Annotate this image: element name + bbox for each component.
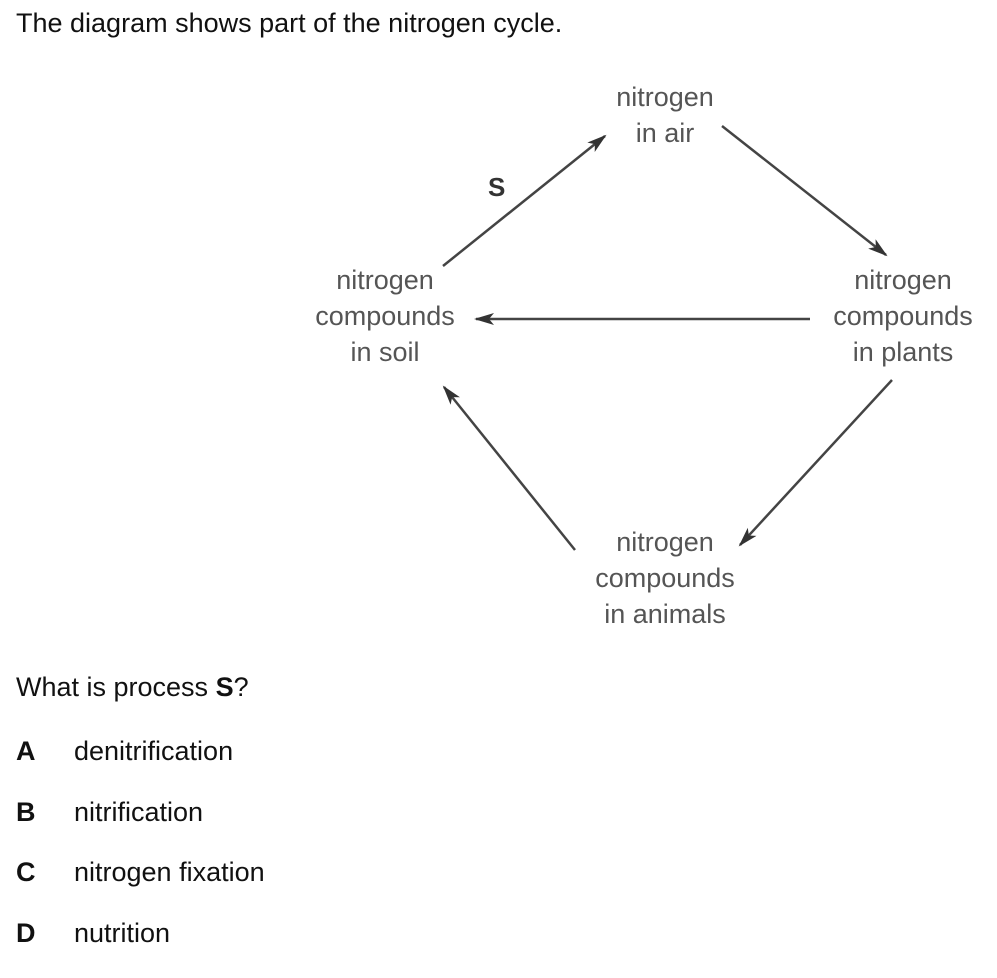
node-plants-line-1: nitrogen — [818, 262, 988, 298]
node-nitrogen-compounds-in-soil: nitrogen compounds in soil — [300, 262, 470, 370]
node-air-line-1: nitrogen — [585, 79, 745, 115]
option-b[interactable]: B nitrification — [16, 797, 265, 858]
option-text: nitrogen fixation — [74, 857, 265, 888]
node-soil-line-1: nitrogen — [300, 262, 470, 298]
option-a[interactable]: A denitrification — [16, 736, 265, 797]
arrow-soil-to-air — [443, 136, 605, 266]
node-soil-line-2: compounds — [300, 298, 470, 334]
option-letter: A — [16, 736, 74, 767]
node-animals-line-1: nitrogen — [575, 524, 755, 560]
node-nitrogen-compounds-in-plants: nitrogen compounds in plants — [818, 262, 988, 370]
question-text: What is process S? — [16, 672, 249, 703]
option-text: denitrification — [74, 736, 233, 767]
node-animals-line-2: compounds — [575, 560, 755, 596]
option-text: nitrification — [74, 797, 203, 828]
question-prefix: What is process — [16, 672, 216, 702]
node-nitrogen-compounds-in-animals: nitrogen compounds in animals — [575, 524, 755, 632]
node-nitrogen-in-air: nitrogen in air — [585, 79, 745, 151]
arrow-air-to-plants — [722, 126, 886, 255]
arrow-plants-to-animals — [740, 380, 892, 545]
option-letter: B — [16, 797, 74, 828]
option-letter: C — [16, 857, 74, 888]
node-air-line-2: in air — [585, 115, 745, 151]
process-s-label: S — [488, 172, 505, 203]
option-d[interactable]: D nutrition — [16, 918, 265, 978]
option-text: nutrition — [74, 918, 170, 949]
node-soil-line-3: in soil — [300, 334, 470, 370]
node-animals-line-3: in animals — [575, 596, 755, 632]
answer-options: A denitrification B nitrification C nitr… — [16, 736, 265, 978]
question-suffix: ? — [234, 672, 249, 702]
option-letter: D — [16, 918, 74, 949]
nitrogen-cycle-diagram: nitrogen in air nitrogen compounds in so… — [0, 0, 997, 660]
node-plants-line-2: compounds — [818, 298, 988, 334]
question-bold-s: S — [216, 672, 234, 702]
node-plants-line-3: in plants — [818, 334, 988, 370]
option-c[interactable]: C nitrogen fixation — [16, 857, 265, 918]
arrow-animals-to-soil — [444, 387, 575, 550]
